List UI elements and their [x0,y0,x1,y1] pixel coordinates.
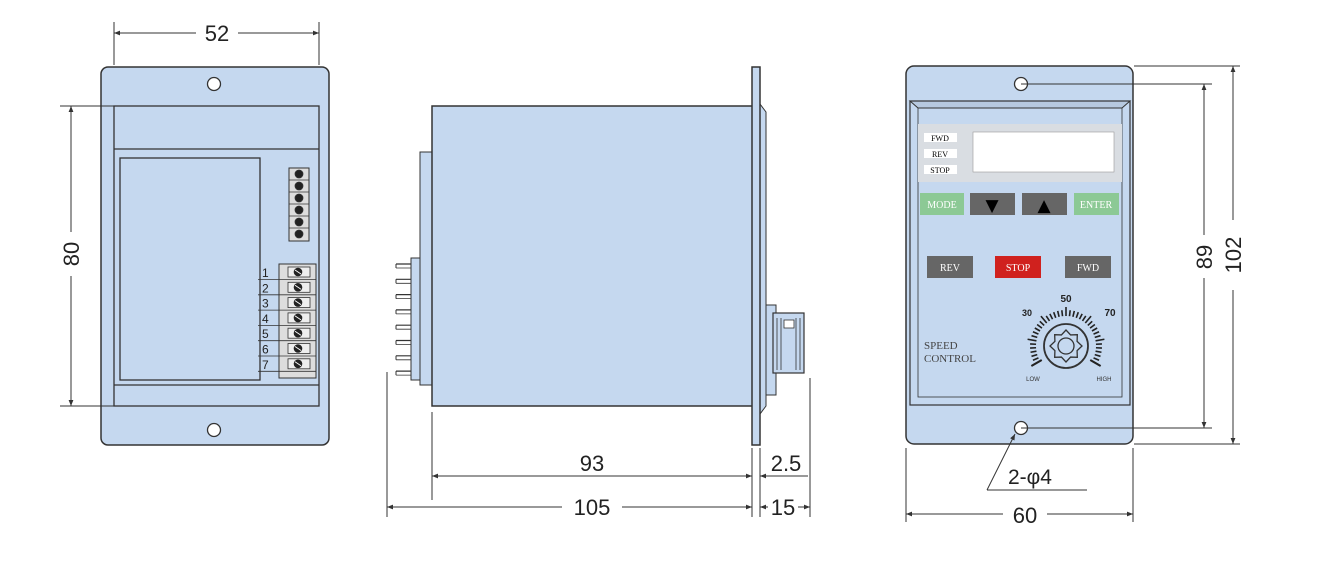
down-button[interactable]: ▼ [970,193,1015,216]
scale-50: 50 [1060,294,1072,305]
svg-text:REV: REV [940,263,961,274]
right-inner-height-dim: 89 [1192,245,1217,269]
large-terminal-block [278,263,317,379]
small-terminal-screw [294,217,304,227]
indicator-stop: STOP [924,165,957,175]
up-arrow-icon: ▲ [1037,196,1051,216]
stop-button[interactable]: STOP [995,256,1041,278]
small-terminal-screw [294,181,304,191]
small-terminal-screw [294,205,304,215]
side-flange-dim: 2.5 [771,451,802,476]
left-inner-panel [119,157,261,381]
scale-70: 70 [1104,308,1116,319]
side-total-dim: 105 [574,495,611,520]
terminal-number: 7 [262,358,269,372]
left-width-dim: 52 [205,21,229,46]
speed-knob[interactable] [1043,323,1089,369]
right-plate [905,65,1134,445]
fwd-button[interactable]: FWD [1065,256,1111,278]
scale-high: HIGH [1097,377,1112,383]
side-flange [751,66,761,446]
hole-callout: 2-φ4 [1008,466,1052,489]
rev-button[interactable]: REV [927,256,973,278]
right-panel [909,100,1131,406]
terminal-number: 6 [262,343,269,357]
side-depth-dim: 93 [580,451,604,476]
svg-text:STOP: STOP [930,166,950,175]
scale-30: 30 [1022,308,1032,318]
svg-text:FWD: FWD [1077,263,1099,274]
down-arrow-icon: ▼ [985,196,999,216]
svg-text:ENTER: ENTER [1080,200,1113,211]
terminal-number: 4 [262,312,269,326]
knob-side-profile [765,304,805,396]
right-panel-bevel [908,100,1132,109]
side-bezel [759,102,767,416]
speed-dial-scale [1027,307,1105,367]
indicator-fwd: FWD [924,133,957,143]
small-terminal-screw [294,193,304,203]
svg-text:REV: REV [932,150,948,159]
terminal-number: 1 [262,266,269,280]
side-body [431,105,755,407]
terminal-number: 2 [262,281,269,295]
small-terminal-screw [294,169,304,179]
small-terminal-block [288,167,310,242]
side-view: 93 2.5 105 15 [386,66,811,520]
svg-text:FWD: FWD [931,134,949,143]
right-width-dim: 60 [1013,503,1037,528]
control-label: CONTROL [924,353,976,365]
speed-label: SPEED [924,340,958,352]
display-window [972,131,1115,173]
left-height-dim: 80 [59,242,84,266]
up-button[interactable]: ▲ [1022,193,1067,216]
right-front-view: FWD REV STOP MODE ▼ ▲ ENTER [905,65,1246,528]
svg-text:STOP: STOP [1006,263,1031,274]
connector-pins [395,263,413,376]
enter-button[interactable]: ENTER [1074,193,1119,215]
small-terminal-screw [294,229,304,239]
mode-button[interactable]: MODE [920,193,964,215]
svg-text:MODE: MODE [927,200,956,211]
side-knob-dim: 15 [771,495,795,520]
terminal-number: 5 [262,327,269,341]
indicator-rev: REV [924,149,957,159]
left-bottom-hole [206,422,222,438]
rear-step [419,151,433,386]
left-top-hole [206,76,222,92]
scale-low: LOW [1026,377,1040,383]
left-front-view: 12 345 67 52 80 [59,21,330,446]
terminal-number: 3 [262,297,269,311]
right-outer-height-dim: 102 [1221,237,1246,274]
right-panel-inner [917,107,1123,398]
